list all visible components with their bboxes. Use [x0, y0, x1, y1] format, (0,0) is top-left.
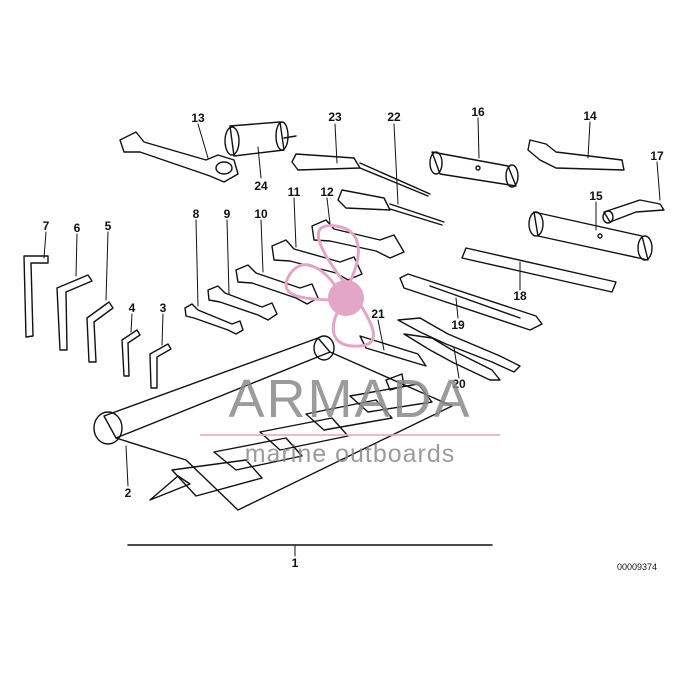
callout-6: 6	[73, 221, 81, 235]
socket-tool-17	[602, 199, 665, 224]
callout-14: 14	[583, 109, 597, 123]
wrench-8	[184, 303, 244, 335]
callout-23: 23	[328, 110, 342, 124]
callout-24: 24	[254, 179, 268, 193]
hex-key-4	[121, 329, 141, 377]
tool-roll-2	[93, 335, 453, 511]
callout-8: 8	[192, 207, 200, 221]
callout-18: 18	[513, 289, 527, 303]
callout-9: 9	[223, 207, 231, 221]
hook-wrench-14	[527, 139, 625, 171]
tommy-bar-18	[461, 247, 617, 293]
pliers-20	[397, 317, 521, 381]
callout-19: 19	[451, 318, 465, 332]
callout-13: 13	[191, 111, 205, 125]
screwdriver-23	[291, 153, 431, 197]
screwdriver-bit-21	[359, 335, 427, 367]
callout-5: 5	[104, 219, 112, 233]
hex-key-3	[149, 343, 172, 389]
callout-7: 7	[42, 219, 50, 233]
propeller-logo-icon	[284, 224, 375, 348]
callout-22: 22	[387, 110, 401, 124]
tyre-lever-19	[399, 273, 543, 331]
callout-2: 2	[124, 486, 132, 500]
diagram-reference-number: 00009374	[617, 562, 658, 572]
callout-15: 15	[589, 189, 603, 203]
callout-12: 12	[320, 185, 334, 199]
callout-21: 21	[371, 307, 385, 321]
callout-1: 1	[291, 556, 299, 570]
callout-16: 16	[471, 105, 485, 119]
socket-24	[224, 121, 297, 157]
callout-17: 17	[650, 149, 664, 163]
hex-key-6	[56, 274, 93, 351]
callout-10: 10	[254, 207, 268, 221]
wrench-9	[207, 285, 278, 321]
callout-11: 11	[287, 185, 301, 199]
watermark-tagline: marine outboards	[244, 440, 456, 468]
callout-20: 20	[452, 377, 466, 391]
wrench-11	[271, 239, 363, 281]
combination-wrench-13	[119, 131, 239, 183]
watermark-rule	[200, 434, 500, 436]
box-spanner-15	[528, 211, 653, 261]
screwdriver-22	[337, 189, 445, 226]
hex-key-5	[86, 301, 114, 363]
hex-key-7	[23, 255, 49, 338]
leader-lines	[43, 117, 661, 557]
callout-4: 4	[128, 301, 136, 315]
box-spanner-16	[429, 151, 519, 188]
callout-3: 3	[159, 301, 167, 315]
watermark-brand: ARMADA	[228, 369, 472, 429]
